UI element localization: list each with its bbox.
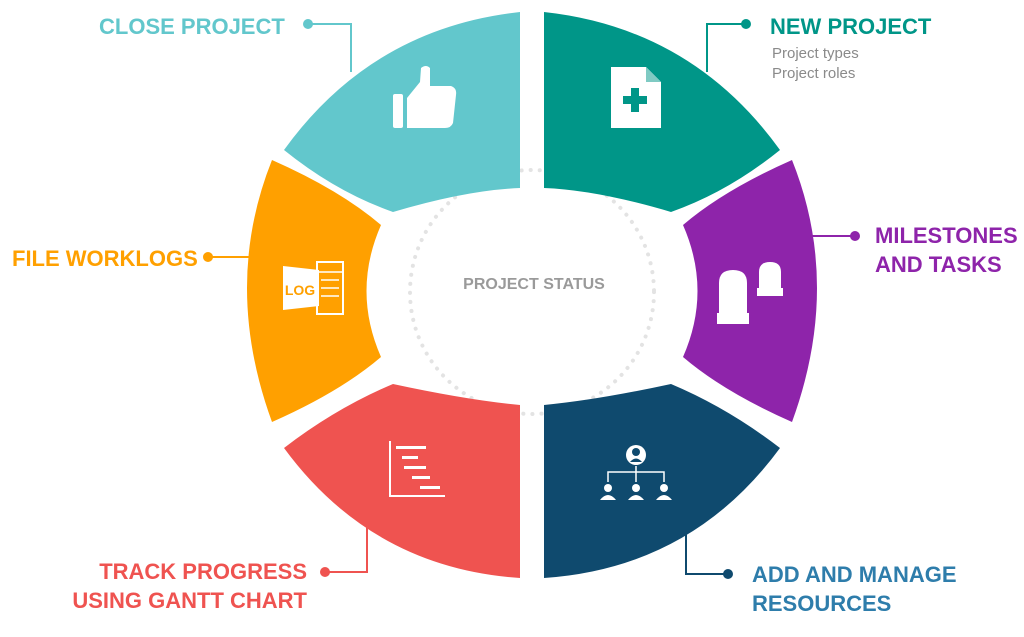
step-resources-label-line2[interactable]: RESOURCES [752,591,892,616]
dot-milestones [850,231,860,241]
segment-new-project[interactable] [544,12,780,212]
milestones-icon [717,262,783,324]
step-new-project-label[interactable]: NEW PROJECT [770,14,932,39]
connector-resources [685,530,728,575]
document-plus-icon [611,67,661,128]
connector-close-project [308,23,352,72]
connector-gantt [325,524,368,573]
connector-dots [203,19,860,579]
step-milestones-label-line2[interactable]: AND TASKS [875,252,1002,277]
step-milestones-label-line1[interactable]: MILESTONES [875,223,1018,248]
center-title: PROJECT STATUS [463,276,605,293]
step-worklogs-label[interactable]: FILE WORKLOGS [12,246,198,271]
step-close-project-label[interactable]: CLOSE PROJECT [99,14,285,39]
connectors [208,23,855,575]
log-book-icon: LOG [283,261,344,315]
step-gantt-label-line1[interactable]: TRACK PROGRESS [99,559,307,584]
thumbs-up-icon [393,66,457,128]
segment-resources[interactable] [544,384,780,578]
dot-resources [723,569,733,579]
center-dotted-ring [408,168,656,416]
connector-new-project [706,23,746,72]
org-chart-icon [600,445,672,500]
dot-new-project [741,19,751,29]
gantt-chart-icon [389,441,445,497]
step-new-project-subitem-roles: Project roles [772,65,856,82]
svg-text:LOG: LOG [285,282,315,298]
segment-gantt[interactable] [284,384,520,578]
dot-worklogs [203,252,213,262]
dot-close-project [303,19,313,29]
step-new-project-subitem-types: Project types [772,45,859,62]
step-resources-label-line1[interactable]: ADD AND MANAGE [752,562,957,587]
step-gantt-label-line2[interactable]: USING GANTT CHART [72,588,307,613]
segment-milestones[interactable] [683,160,817,422]
dot-gantt [320,567,330,577]
